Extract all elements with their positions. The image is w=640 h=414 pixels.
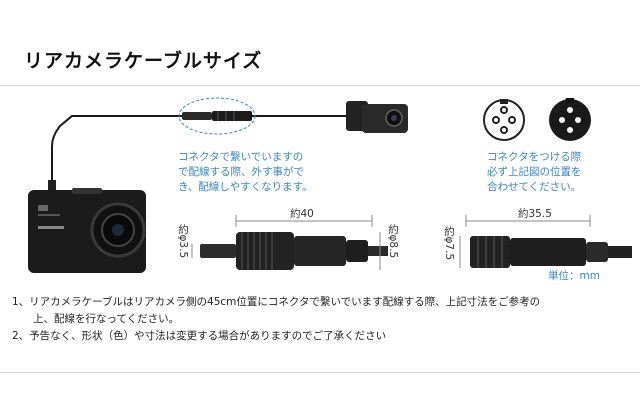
pin-note-line: コネクタをつける際 (487, 151, 582, 163)
right-diameter-label: 約φ7.5 (443, 226, 455, 261)
unit-label: 単位：mm (548, 270, 600, 282)
left-length-label: 約40 (290, 208, 314, 220)
bottom-divider (0, 372, 640, 373)
footnote-1-cont: 上、配線を行なってください。 (12, 313, 180, 325)
inline-connector (182, 111, 252, 121)
connector-35mm (470, 236, 632, 268)
footnotes: 1、リアカメラケーブルはリアカメラ側の45cm位置にコネクタで繋いでいます配線す… (12, 294, 540, 345)
pin-diagram-male-icon (483, 99, 525, 141)
pin-note-line: 必ず上記図の位置を (487, 166, 582, 178)
page-title: リアカメラケーブルサイズ (24, 50, 263, 72)
left-small-diameter-label: 約φ3.5 (177, 224, 189, 259)
right-length-label: 約35.5 (518, 208, 552, 220)
pin-diagram-female-icon (549, 98, 591, 141)
connector-note-line: き、配線しやすくなります。 (178, 181, 313, 193)
pin-note: コネクタをつける際 必ず上記図の位置を 合わせてください。 (487, 150, 582, 195)
left-large-diameter-label: 約φ8.5 (387, 224, 399, 259)
connector-note-line: コネクタで繋いでいますの (178, 151, 304, 163)
dashcam-icon (28, 180, 146, 273)
pin-note-line: 合わせてください。 (487, 181, 582, 193)
top-divider (0, 85, 640, 86)
connector-note-line: で配線する際、外す事がで (178, 166, 304, 178)
connector-note: コネクタで繋いでいますの で配線する際、外す事がで き、配線しやすくなります。 (178, 150, 313, 195)
connector-40mm (200, 232, 388, 270)
footnote-1: 1、リアカメラケーブルはリアカメラ側の45cm位置にコネクタで繋いでいます配線す… (12, 296, 541, 308)
rear-camera-icon (346, 101, 408, 133)
highlight-ellipse (178, 97, 256, 135)
footnote-2: 2、予告なく、形状（色）や寸法は変更する場合がありますのでご了承ください (12, 330, 387, 342)
